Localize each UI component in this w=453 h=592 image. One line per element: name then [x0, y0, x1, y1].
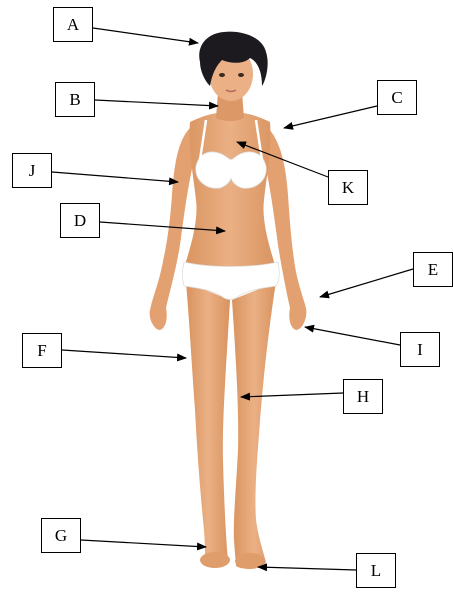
label-box-g: G	[41, 518, 81, 553]
label-box-f: F	[22, 333, 62, 368]
label-box-b: B	[55, 82, 95, 117]
label-box-j: J	[12, 153, 52, 188]
label-letter: G	[55, 526, 67, 546]
leader-line-l	[258, 567, 356, 570]
label-letter: A	[67, 15, 79, 35]
label-letter: C	[391, 88, 402, 108]
leader-line-i	[305, 327, 400, 345]
label-box-l: L	[356, 553, 396, 588]
label-letter: J	[29, 161, 36, 181]
leader-line-e	[320, 269, 413, 297]
human-figure	[150, 32, 307, 569]
leader-line-c	[284, 106, 377, 128]
left-eye	[219, 73, 225, 77]
left-arm	[150, 128, 194, 330]
label-box-e: E	[413, 252, 453, 287]
leader-line-j	[52, 172, 178, 182]
label-letter: H	[357, 387, 369, 407]
label-letter: D	[74, 211, 86, 231]
label-box-d: D	[60, 203, 100, 238]
leader-line-f	[62, 350, 186, 358]
left-foot	[200, 552, 230, 568]
right-eye	[238, 73, 244, 77]
label-letter: K	[342, 178, 354, 198]
label-box-i: I	[400, 332, 440, 367]
label-letter: I	[417, 340, 423, 360]
label-box-h: H	[343, 379, 383, 414]
leader-line-a	[93, 28, 198, 43]
leader-line-b	[95, 100, 218, 106]
right-leg	[232, 282, 276, 569]
torso	[183, 112, 277, 286]
label-box-k: K	[328, 170, 368, 205]
label-letter: B	[69, 90, 80, 110]
leader-line-g	[81, 540, 206, 547]
label-letter: L	[371, 561, 381, 581]
label-box-a: A	[53, 7, 93, 42]
label-box-c: C	[377, 80, 417, 115]
label-letter: E	[428, 260, 438, 280]
left-leg	[186, 282, 230, 567]
label-letter: F	[37, 341, 46, 361]
